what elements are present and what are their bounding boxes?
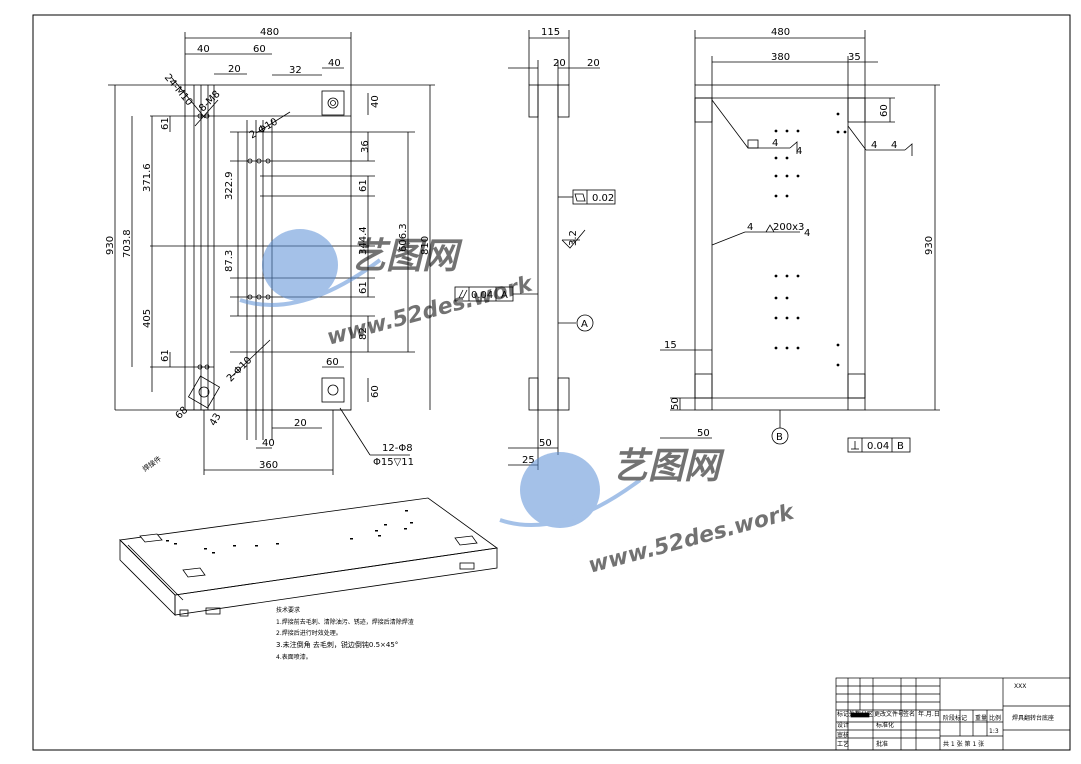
- dim-344-4: 344.4: [358, 226, 369, 255]
- dim-87-3: 87.3: [224, 250, 235, 272]
- dim-50-top-b: 50: [697, 428, 710, 439]
- dim-61a: 61: [160, 117, 171, 130]
- tb-part-name: 焊具翻转台底座: [1012, 714, 1054, 722]
- weld-2-size: 4: [871, 140, 877, 151]
- dim-40b: 40: [328, 58, 341, 69]
- dim-810: 810: [420, 236, 431, 255]
- notes-title: 技术要求: [276, 606, 300, 614]
- dim-82: 82: [358, 327, 369, 340]
- top-view: [660, 30, 940, 453]
- note-1: 1.焊接前去毛刺、清除油污、锈迹，焊接后清除焊渣: [276, 618, 414, 626]
- weld-1-size: 4: [772, 138, 778, 149]
- dim-36: 36: [360, 140, 371, 153]
- dim-60-top: 60: [879, 104, 890, 117]
- dim-40a: 40: [197, 44, 210, 55]
- dim-15: 15: [664, 340, 677, 351]
- weld-3-size-b: 4: [804, 228, 810, 239]
- datum-a: A: [581, 319, 588, 330]
- dim-606-3: 606.3: [398, 223, 409, 252]
- hole-phi15-depth: Φ15▽11: [373, 457, 414, 468]
- weld-1-size-b: 4: [796, 146, 802, 157]
- side-view-outline: [537, 84, 559, 411]
- dim-360: 360: [259, 460, 278, 471]
- title-block-text: 标记 处数 分区 更改文件号 签名 年.月.日 设计 标准化 审核 工艺 批准 …: [837, 683, 1054, 748]
- dim-35: 35: [848, 52, 861, 63]
- tb-approve: 批准: [876, 740, 888, 748]
- parallel-value: 0.04: [471, 290, 493, 301]
- dim-20b: 20: [294, 418, 307, 429]
- note-2: 2.焊接后进行时效处理。: [276, 629, 342, 637]
- dim-61c: 61: [358, 281, 369, 294]
- dim-322-9: 322.9: [224, 171, 235, 200]
- watermark-globe-1: [262, 229, 338, 301]
- tb-weight: 重量: [975, 714, 987, 722]
- dim-371-6: 371.6: [142, 163, 153, 192]
- dim-20a: 20: [228, 64, 241, 75]
- dim-20-side-a: 20: [553, 58, 566, 69]
- tb-r1-3: 更改文件号: [874, 710, 904, 718]
- dim-61d: 61: [160, 349, 171, 362]
- dim-20-side-b: 20: [587, 58, 600, 69]
- tb-r1-5: 年.月.日: [918, 710, 940, 718]
- dim-50-top-a: 50: [670, 397, 681, 410]
- dim-480-front: 480: [260, 27, 279, 38]
- dim-405: 405: [142, 309, 153, 328]
- isometric-view: [119, 497, 499, 617]
- drawing-border: [32, 14, 1071, 751]
- tb-check: 审核: [837, 731, 849, 739]
- dim-930-top: 930: [924, 236, 935, 255]
- dim-60a: 60: [253, 44, 266, 55]
- tb-title-code: XXX: [1014, 683, 1026, 690]
- tb-r1-1: 处数: [849, 710, 861, 718]
- dim-32: 32: [289, 65, 302, 76]
- tb-r1-4: 签名: [903, 710, 915, 718]
- side-view-dimensions: 115 20 20 50 25 0.02 3.2 0.04 A A: [471, 27, 614, 466]
- weld-3-length: 200x3: [773, 222, 804, 233]
- watermark-brand-2: 艺图网: [612, 446, 725, 487]
- technical-notes: 技术要求 1.焊接前去毛刺、清除油污、锈迹，焊接后清除焊渣 2.焊接后进行时效处…: [276, 606, 414, 661]
- dim-25-side: 25: [522, 455, 535, 466]
- dim-380: 380: [771, 52, 790, 63]
- perp-value: 0.04: [867, 441, 889, 452]
- note-4: 4.表面喷漆。: [276, 653, 312, 661]
- dim-115: 115: [541, 27, 560, 38]
- isometric-holes: [166, 510, 413, 554]
- dim-60c: 60: [370, 385, 381, 398]
- tb-std: 标准化: [876, 721, 894, 729]
- watermark-brand-1: 艺图网: [350, 236, 463, 277]
- top-view-holes: [774, 112, 847, 367]
- dim-50-side: 50: [539, 438, 552, 449]
- tb-craft: 工艺: [837, 740, 849, 748]
- watermark-globe-2: [520, 452, 600, 528]
- tb-design: 设计: [837, 721, 849, 729]
- note-3: 3.未注倒角 去毛刺，锐边倒钝0.5×45°: [276, 640, 398, 649]
- parallel-datum: A: [501, 290, 508, 301]
- weld-2-size-b: 4: [891, 140, 897, 151]
- roughness-value: 3.2: [568, 230, 579, 246]
- tb-scale-label: 比例: [989, 714, 1001, 722]
- tb-r1-2: 分区: [861, 710, 873, 718]
- tb-scale: 1:3: [989, 728, 999, 735]
- weld-3-size: 4: [747, 222, 753, 233]
- hole-12-phi8: 12-Φ8: [382, 443, 413, 454]
- dim-60b: 60: [326, 357, 339, 368]
- tb-r1-0: 标记: [837, 710, 849, 718]
- dim-703-8: 703.8: [122, 229, 133, 258]
- top-view-dimensions: 480 380 35 60 930 15 50 50 4 4 4 4 4 200…: [664, 27, 935, 452]
- dim-40c: 40: [370, 95, 381, 108]
- tb-sheet: 共 1 张 第 1 张: [943, 740, 984, 748]
- dim-40d: 40: [262, 438, 275, 449]
- datum-b: B: [776, 432, 783, 443]
- dim-930-front: 930: [105, 236, 116, 255]
- dim-480-top: 480: [771, 27, 790, 38]
- flatness-value: 0.02: [592, 193, 614, 204]
- tb-stage: 阶段标记: [943, 714, 967, 722]
- side-view: [454, 30, 616, 470]
- title-block: [835, 677, 1071, 751]
- dim-61b: 61: [358, 179, 369, 192]
- perp-datum: B: [897, 441, 904, 452]
